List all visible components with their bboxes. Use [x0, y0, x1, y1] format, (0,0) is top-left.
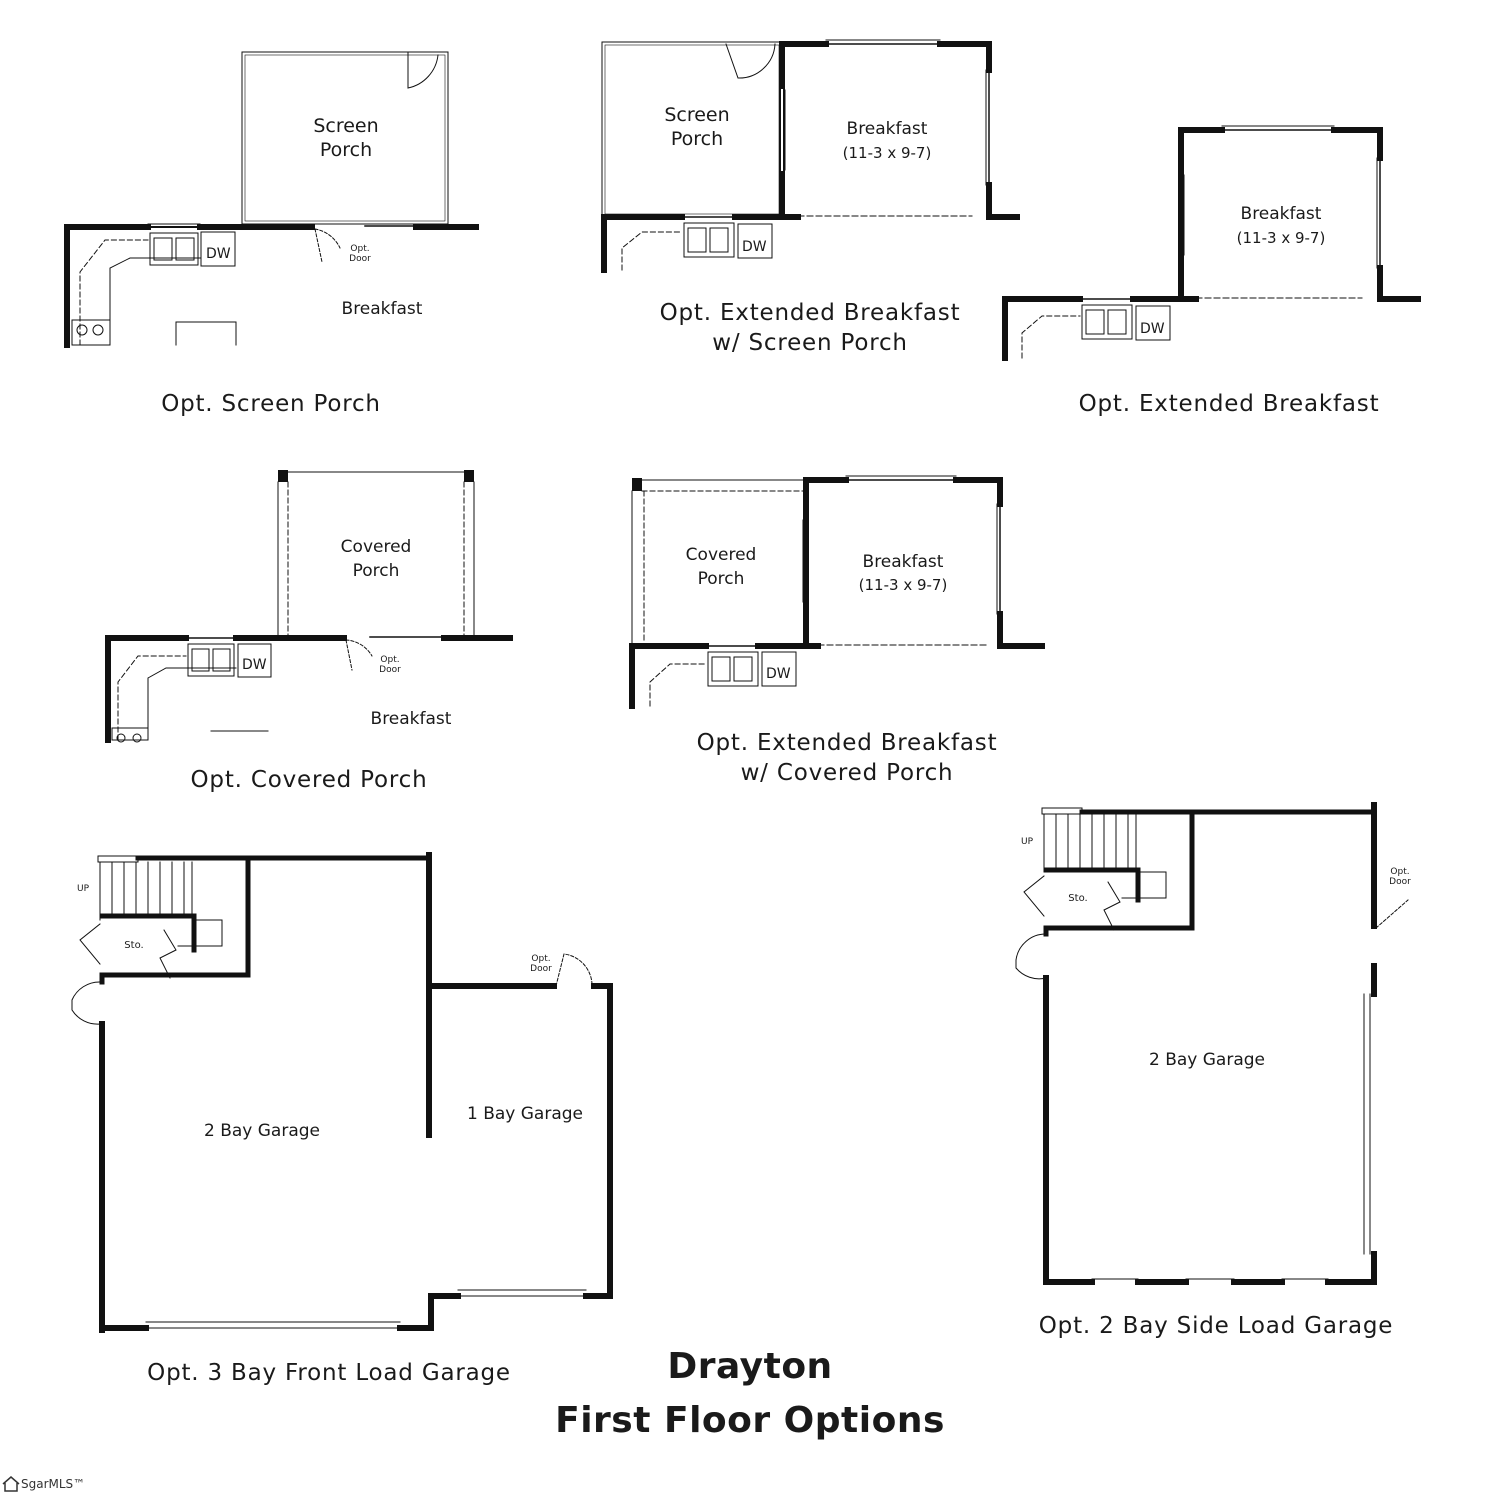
breakfast-dimensions: (11-3 x 9-7) [858, 576, 948, 594]
caption-covered-porch: Opt. Covered Porch [190, 767, 428, 793]
two-bay-garage-label: 2 Bay Garage [1148, 1050, 1266, 1070]
house-icon [2, 1476, 20, 1492]
ext-breakfast-screen-plan [601, 39, 1020, 273]
storage-label: Sto. [1068, 893, 1088, 904]
mls-logo: SgarMLS™ [2, 1476, 85, 1492]
plan-title: Drayton [667, 1346, 833, 1387]
stair-up-label: UP [1020, 837, 1034, 847]
side-load-garage-plan [1015, 802, 1409, 1285]
opt-door-label: Opt. Door [530, 954, 552, 974]
covered-porch-room-label: Covered Porch [685, 545, 757, 589]
caption-side-load-garage: Opt. 2 Bay Side Load Garage [1038, 1313, 1394, 1339]
plan-subtitle: First Floor Options [555, 1400, 945, 1441]
breakfast-room-label: Breakfast [370, 709, 452, 729]
breakfast-dimensions: (11-3 x 9-7) [842, 144, 932, 162]
opt-door-label: Opt. Door [349, 244, 371, 264]
covered-porch-plan [105, 470, 513, 743]
caption-ext-breakfast-screen: Opt. Extended Breakfast w/ Screen Porch [659, 300, 961, 356]
ext-breakfast-plan [1002, 125, 1421, 361]
breakfast-room-label: Breakfast [341, 299, 423, 319]
covered-porch-room-label: Covered Porch [340, 537, 412, 581]
screen-porch-plan [64, 51, 479, 348]
ext-breakfast-covered-plan [629, 475, 1045, 709]
breakfast-room-label: Breakfast [846, 119, 928, 139]
storage-label: Sto. [124, 940, 144, 951]
dishwasher-label: DW [742, 239, 767, 255]
breakfast-room-label: Breakfast [1240, 204, 1322, 224]
opt-door-label: Opt. Door [1389, 867, 1411, 887]
screen-porch-room-label: Screen Porch [313, 115, 379, 161]
caption-screen-porch: Opt. Screen Porch [161, 391, 381, 417]
logo-text: SgarMLS™ [21, 1477, 86, 1491]
stair-up-label: UP [76, 884, 90, 894]
dishwasher-label: DW [206, 246, 231, 262]
caption-three-bay-garage: Opt. 3 Bay Front Load Garage [147, 1360, 511, 1386]
three-bay-garage-plan [71, 852, 613, 1333]
caption-ext-breakfast: Opt. Extended Breakfast [1078, 391, 1380, 417]
two-bay-garage-label: 2 Bay Garage [203, 1121, 321, 1141]
breakfast-room-label: Breakfast [862, 552, 944, 572]
one-bay-garage-label: 1 Bay Garage [466, 1104, 584, 1124]
screen-porch-room-label: Screen Porch [664, 104, 730, 150]
breakfast-dimensions: (11-3 x 9-7) [1236, 229, 1326, 247]
dishwasher-label: DW [242, 657, 267, 673]
dishwasher-label: DW [1140, 321, 1165, 337]
opt-door-label: Opt. Door [379, 655, 401, 675]
caption-ext-breakfast-covered: Opt. Extended Breakfast w/ Covered Porch [696, 730, 998, 786]
dishwasher-label: DW [766, 666, 791, 682]
